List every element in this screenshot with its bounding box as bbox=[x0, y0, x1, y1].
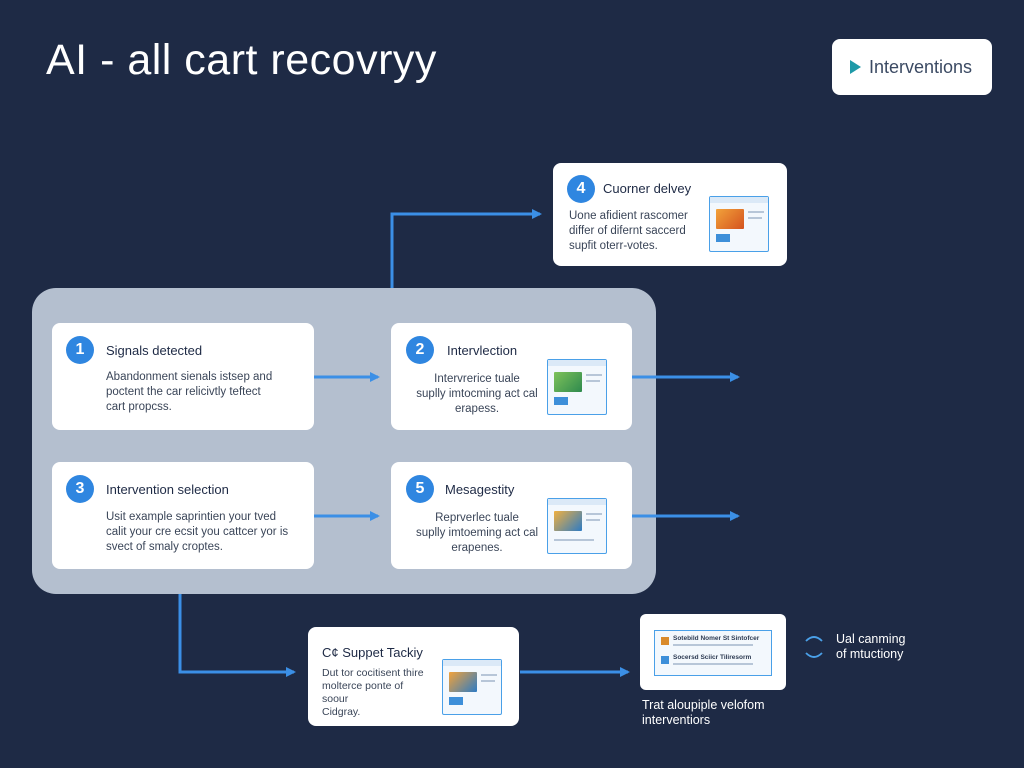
card-5-title: Mesagestity bbox=[445, 482, 515, 497]
card-6-title: C¢ Suppet Tackiy bbox=[322, 645, 423, 660]
page-title: AI - all cart recovryy bbox=[46, 36, 437, 84]
curve-arrow-up bbox=[805, 636, 823, 642]
output-panel-list: Sotebild Nomer St Sintofcer Socersd Scii… bbox=[654, 630, 772, 676]
card-2-thumbnail bbox=[547, 359, 607, 415]
card-5[interactable]: 5 Mesagestity Reprverlec tuale suplly im… bbox=[391, 462, 632, 569]
arrow-to-card-6 bbox=[178, 594, 296, 677]
card-2[interactable]: 2 Intervlection Intervrerice tuale supll… bbox=[391, 323, 632, 430]
card-3-body: Usit example saprintien your tved calit … bbox=[106, 511, 289, 553]
right-caption: Ual canming of mtuctiony bbox=[836, 632, 906, 661]
curve-arrow-down bbox=[805, 652, 823, 658]
play-icon bbox=[850, 60, 861, 74]
card-4-number: 4 bbox=[567, 175, 595, 203]
card-1-title: Signals detected bbox=[106, 343, 203, 358]
card-4-body: Uone afidient rascomer differ of difernt… bbox=[569, 210, 688, 252]
card-2-number: 2 bbox=[406, 336, 434, 364]
output-row-2: Socersd Sciicr Tiliresorm bbox=[673, 654, 752, 661]
card-6-thumbnail bbox=[442, 659, 502, 715]
card-2-body: Intervrerice tuale suplly imtocming act … bbox=[416, 373, 538, 415]
card-6[interactable]: C¢ Suppet Tackiy Dut tor cocitisent thir… bbox=[308, 627, 519, 726]
card-5-body: Reprverlec tuale suplly imtoeming act ca… bbox=[415, 512, 539, 554]
card-4-title: Cuorner delvey bbox=[603, 181, 692, 196]
interventions-button-label: Interventions bbox=[869, 56, 973, 77]
bottom-caption: Trat aloupiple velofom interventiors bbox=[642, 698, 765, 727]
card-2-title: Intervlection bbox=[447, 343, 518, 358]
card-1[interactable]: 1 Signals detected Abandonment sienals i… bbox=[52, 323, 314, 430]
card-1-body: Abandonment sienals istsep and poctent t… bbox=[106, 371, 273, 413]
interventions-button[interactable]: Interventions bbox=[832, 39, 992, 95]
output-row-1: Sotebild Nomer St Sintofcer bbox=[673, 635, 760, 642]
card-6-body: Dut tor cocitisent thire molterce ponte … bbox=[322, 667, 424, 718]
card-5-number: 5 bbox=[406, 475, 434, 503]
card-4-thumbnail bbox=[709, 196, 769, 252]
card-3-title: Intervention selection bbox=[106, 482, 229, 497]
card-5-thumbnail bbox=[547, 498, 607, 554]
card-4[interactable]: 4 Cuorner delvey Uone afidient rascomer … bbox=[553, 163, 787, 266]
arrow-to-card-4 bbox=[390, 209, 542, 288]
card-3-number: 3 bbox=[66, 475, 94, 503]
card-1-number: 1 bbox=[66, 336, 94, 364]
output-panel[interactable]: Sotebild Nomer St Sintofcer Socersd Scii… bbox=[640, 614, 786, 690]
card-3[interactable]: 3 Intervention selection Usit example sa… bbox=[52, 462, 314, 569]
